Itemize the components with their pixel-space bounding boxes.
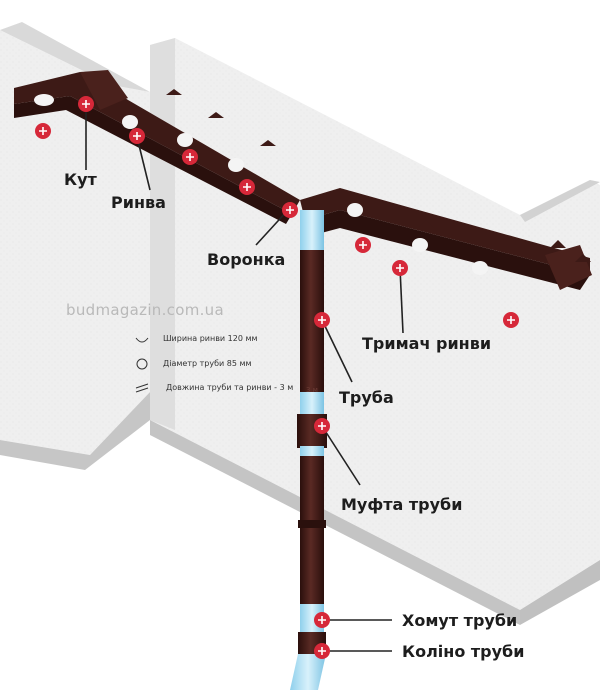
plus-icon: [82, 100, 90, 108]
hotspot-clamp[interactable]: [314, 612, 330, 628]
hotspot-gutter-2[interactable]: [182, 149, 198, 165]
pipe-diameter-icon: [136, 358, 148, 370]
hotspot-coupling[interactable]: [314, 418, 330, 434]
spec-pipe-diameter: Діаметр труби 85 мм: [163, 359, 252, 368]
hotspot-pipe[interactable]: [314, 312, 330, 328]
svg-text:3 м: 3 м: [306, 386, 318, 394]
hotspot-gutter[interactable]: [129, 128, 145, 144]
downspout: 3 м: [290, 210, 327, 690]
watermark: budmagazin.com.ua: [66, 301, 224, 319]
wall-main: [150, 38, 520, 625]
hotspot-gutter-3[interactable]: [239, 179, 255, 195]
hotspot-bracket[interactable]: [392, 260, 408, 276]
hotspot-corner-left[interactable]: [35, 123, 51, 139]
hotspot-gutter-right[interactable]: [355, 237, 371, 253]
gutter-right: [300, 188, 592, 290]
spec-length: Довжина труби та ринви - 3 м: [166, 383, 294, 392]
gutter-width-icon: [135, 337, 149, 343]
label-rynva: Ринва: [111, 193, 166, 212]
label-trymach: Тримач ринви: [362, 334, 492, 353]
label-voronka: Воронка: [207, 250, 286, 269]
spec-icons: [135, 337, 149, 393]
plus-icon: [318, 422, 326, 430]
plus-icon: [318, 616, 326, 624]
plus-icon: [133, 132, 141, 140]
plus-icon: [286, 206, 294, 214]
label-mufta: Муфта труби: [341, 495, 463, 514]
plus-icon: [507, 316, 515, 324]
hotspot-elbow[interactable]: [314, 643, 330, 659]
gutter-left: [14, 70, 300, 224]
hotspot-corner[interactable]: [78, 96, 94, 112]
label-kolino: Коліно труби: [402, 642, 525, 661]
spec-gutter-width: Ширина ринви 120 мм: [163, 334, 258, 343]
hotspot-funnel[interactable]: [282, 202, 298, 218]
callout-lines: [85, 106, 404, 652]
plus-icon: [396, 264, 404, 272]
label-kut: Кут: [64, 170, 97, 189]
plus-icon: [318, 316, 326, 324]
hotspots: [35, 96, 519, 659]
pipe-length-icon: [135, 383, 149, 393]
plus-icon: [243, 183, 251, 191]
label-truba: Труба: [339, 388, 394, 407]
plus-icon: [318, 647, 326, 655]
plus-icon: [359, 241, 367, 249]
plus-icon: [186, 153, 194, 161]
hotspot-corner-right[interactable]: [503, 312, 519, 328]
label-khomut: Хомут труби: [402, 611, 518, 630]
plus-icon: [39, 127, 47, 135]
